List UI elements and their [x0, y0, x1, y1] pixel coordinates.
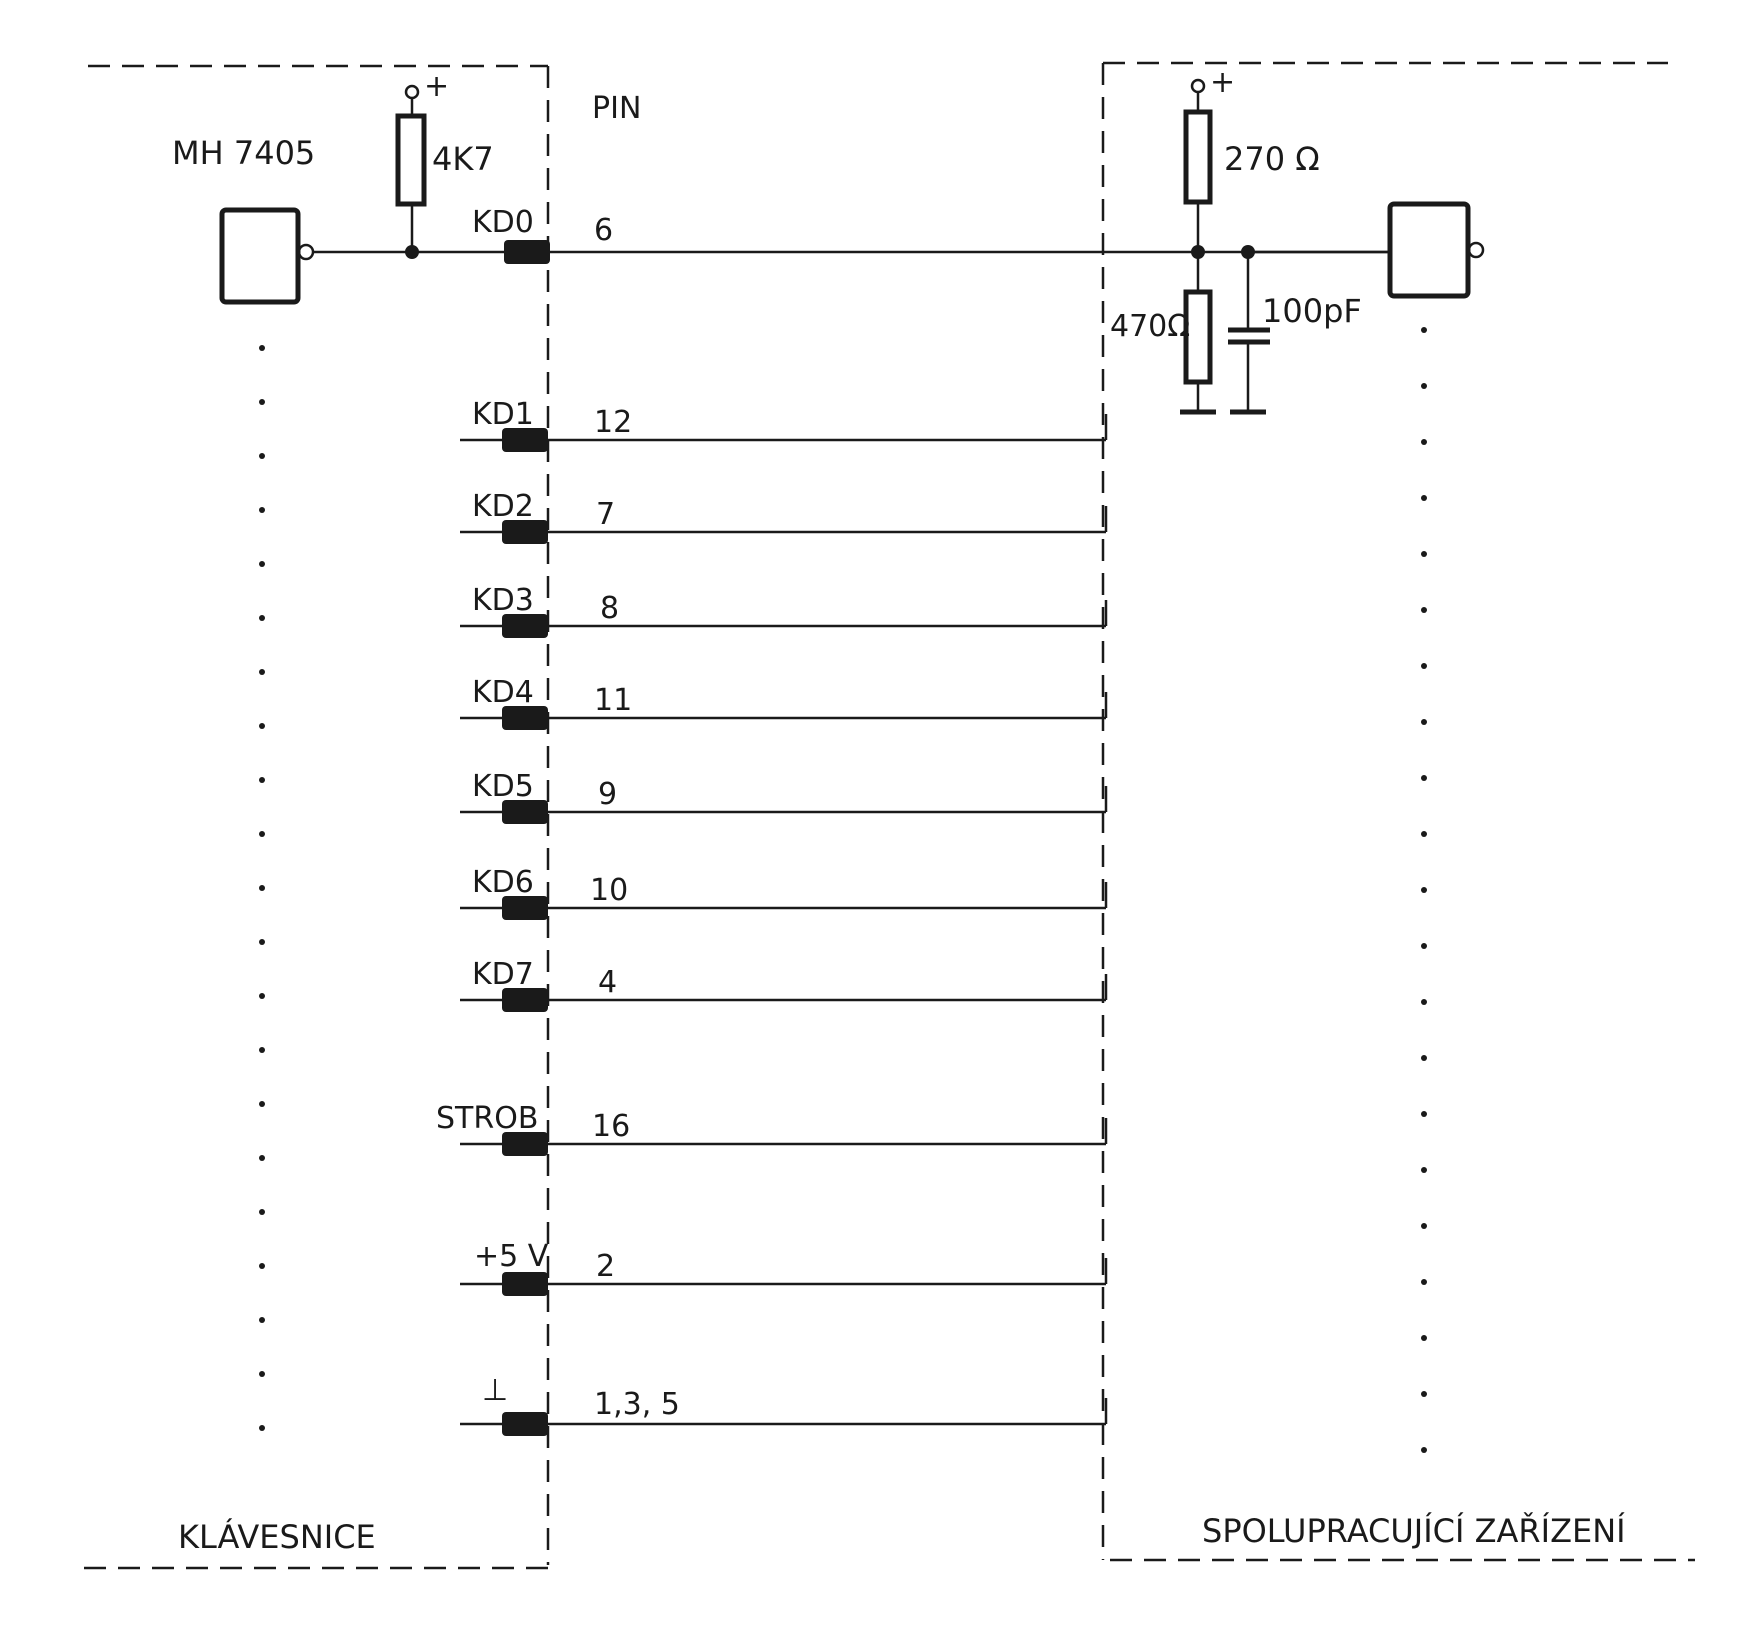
signal-row-kd3: KD3 8 — [460, 583, 1108, 638]
pin-number: 10 — [590, 873, 628, 908]
continuation-dot — [259, 561, 265, 567]
signal-name: KD0 — [472, 205, 534, 240]
continuation-dot — [259, 939, 265, 945]
continuation-dot — [1421, 327, 1427, 333]
pin-number: 16 — [592, 1109, 630, 1144]
resistor-4k7-label: 4K7 — [432, 140, 494, 178]
continuation-dot — [1421, 1335, 1427, 1341]
pin-number: 11 — [594, 683, 632, 718]
pin-number: 8 — [600, 591, 619, 626]
continuation-dot — [259, 669, 265, 675]
right-gate-continuation-dots — [1421, 327, 1427, 1453]
signal-name: KD1 — [472, 397, 534, 432]
left-supply-symbol: + — [424, 69, 449, 104]
device-block-title: SPOLUPRACUJÍCÍ ZAŘÍZENÍ — [1202, 1512, 1626, 1550]
pin-number: 12 — [594, 405, 632, 440]
continuation-dot — [259, 345, 265, 351]
signal-row-kd6: KD6 10 — [460, 865, 1108, 920]
signal-row-kd5: KD5 9 — [460, 769, 1108, 824]
resistor-270 — [1183, 78, 1213, 259]
continuation-dot — [259, 885, 265, 891]
continuation-dot — [1421, 383, 1427, 389]
keyboard-block-border — [84, 64, 550, 1570]
continuation-dot — [1421, 1111, 1427, 1117]
resistor-470 — [1180, 252, 1216, 415]
signal-name: KD5 — [472, 769, 534, 804]
continuation-dot — [259, 1425, 265, 1431]
signal-row-strob: STROB 16 — [436, 1101, 1108, 1156]
continuation-dot — [259, 615, 265, 621]
signal-row-kd4: KD4 11 — [460, 675, 1108, 730]
signal-row-5v: +5 V 2 — [460, 1239, 1108, 1296]
resistor-4k7 — [395, 84, 427, 252]
signal-name: KD7 — [472, 957, 534, 992]
continuation-dot — [1421, 719, 1427, 725]
continuation-dot — [259, 1317, 265, 1323]
left-gate-continuation-dots — [259, 345, 265, 1431]
continuation-dot — [1421, 607, 1427, 613]
signal-row-kd7: KD7 4 — [460, 957, 1108, 1012]
mh7405-gate — [219, 207, 506, 305]
continuation-dot — [1421, 775, 1427, 781]
signal-name: STROB — [436, 1101, 538, 1136]
continuation-dot — [1421, 1055, 1427, 1061]
resistor-270-label: 270 Ω — [1224, 140, 1320, 178]
continuation-dot — [1421, 1447, 1427, 1453]
signal-name: +5 V — [474, 1239, 549, 1274]
keyboard-block-title: KLÁVESNICE — [178, 1518, 376, 1556]
signal-name: KD4 — [472, 675, 534, 710]
continuation-dot — [259, 1101, 265, 1107]
continuation-dot — [259, 1263, 265, 1269]
continuation-dot — [1421, 1279, 1427, 1285]
continuation-dot — [1421, 1223, 1427, 1229]
continuation-dot — [259, 507, 265, 513]
receiver-gate — [1248, 201, 1485, 299]
right-supply-symbol: + — [1210, 65, 1235, 100]
signal-row-kd1: KD1 12 — [460, 397, 1108, 452]
capacitor-100pf — [1228, 245, 1270, 415]
signal-name: KD6 — [472, 865, 534, 900]
continuation-dot — [1421, 999, 1427, 1005]
pin-number: 7 — [596, 497, 615, 532]
pin-number: 2 — [596, 1249, 615, 1284]
continuation-dot — [259, 831, 265, 837]
continuation-dot — [1421, 439, 1427, 445]
device-block-border — [1101, 61, 1695, 1562]
continuation-dot — [259, 453, 265, 459]
continuation-dot — [1421, 663, 1427, 669]
continuation-dot — [1421, 887, 1427, 893]
signal-row-kd0: KD0 6 — [472, 205, 1390, 264]
continuation-dot — [1421, 831, 1427, 837]
signal-name: ⊥ — [482, 1373, 508, 1408]
pin-number: 4 — [598, 965, 617, 1000]
signal-name: KD2 — [472, 489, 534, 524]
continuation-dot — [259, 399, 265, 405]
continuation-dot — [259, 723, 265, 729]
pin-number: 6 — [594, 213, 613, 248]
continuation-dot — [259, 777, 265, 783]
capacitor-label: 100pF — [1262, 292, 1362, 330]
continuation-dot — [259, 1209, 265, 1215]
continuation-dot — [1421, 943, 1427, 949]
continuation-dot — [1421, 1391, 1427, 1397]
signal-rows: KD0 6 KD1 12 KD2 7 KD3 8 — [436, 205, 1390, 1436]
signal-row-ground: ⊥ 1,3, 5 — [460, 1373, 1108, 1436]
gate-label: MH 7405 — [172, 134, 315, 172]
continuation-dot — [259, 1371, 265, 1377]
pin-number: 1,3, 5 — [594, 1387, 680, 1422]
continuation-dot — [259, 1155, 265, 1161]
pin-header: PIN — [592, 91, 641, 126]
continuation-dot — [1421, 551, 1427, 557]
continuation-dot — [259, 1047, 265, 1053]
continuation-dot — [1421, 495, 1427, 501]
signal-row-kd2: KD2 7 — [460, 489, 1108, 544]
continuation-dot — [259, 993, 265, 999]
resistor-470-label: 470Ω — [1110, 309, 1190, 344]
pin-number: 9 — [598, 777, 617, 812]
signal-name: KD3 — [472, 583, 534, 618]
continuation-dot — [1421, 1167, 1427, 1173]
